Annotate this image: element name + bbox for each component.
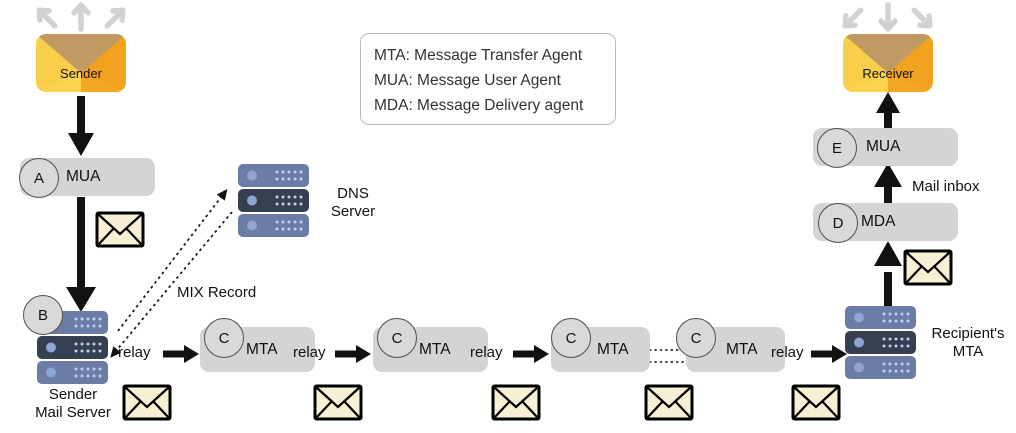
relay-label-4: relay <box>771 344 804 361</box>
flow-arrow-sender-to-mua <box>68 96 94 156</box>
flow-arrow-mua-to-mailserver <box>66 197 96 312</box>
node-mta-3-label: MTA <box>597 341 629 358</box>
step-badge-b: B <box>23 295 63 335</box>
legend-line-mta: MTA: Message Transfer Agent <box>374 47 583 64</box>
step-badge-c-1: C <box>204 318 244 358</box>
legend-line-mua: MUA: Message User Agent <box>374 72 561 90</box>
mail-icon-mta-3 <box>644 384 694 421</box>
mta-chain-continuation-dots <box>649 349 686 363</box>
receiver-envelope-icon <box>843 34 933 92</box>
recipient-mta-caption: Recipient's MTA <box>920 325 1016 361</box>
relay-arrow-4 <box>811 345 847 363</box>
step-badge-e: E <box>817 128 857 168</box>
sender-mail-server-caption-line2: Mail Server <box>35 404 111 421</box>
mail-icon-mta-1 <box>313 384 363 421</box>
sender-outgoing-hint-arrows <box>36 2 126 32</box>
flow-arrow-mua-to-receiver <box>876 92 900 128</box>
sender-envelope-icon <box>36 34 126 92</box>
agent-abbreviations-legend: MTA: Message Transfer Agent MUA: Message… <box>360 33 616 125</box>
step-badge-c-4: C <box>676 318 716 358</box>
relay-arrow-2 <box>335 345 371 363</box>
sender-mail-server-caption: Sender Mail Server <box>13 386 133 422</box>
mail-inbox-label: Mail inbox <box>912 178 980 195</box>
recipient-mta-caption-line1: Recipient's <box>931 325 1005 342</box>
sender-label: Sender <box>60 66 102 81</box>
relay-label-1: relay <box>118 344 151 361</box>
step-badge-d: D <box>818 203 858 243</box>
step-badge-c-3: C <box>551 318 591 358</box>
step-badge-c-2: C <box>377 318 417 358</box>
mail-icon-mta-2 <box>491 384 541 421</box>
receiver-incoming-hint-arrows <box>842 2 933 32</box>
dns-query-label: MIX Record <box>177 284 257 301</box>
relay-arrow-1 <box>163 345 199 363</box>
mail-icon-mua-out <box>95 211 145 248</box>
relay-arrow-3 <box>513 345 549 363</box>
node-mta-1-label: MTA <box>246 341 278 358</box>
relay-label-2: relay <box>293 344 326 361</box>
sender-mail-server-caption-line1: Sender <box>48 386 98 403</box>
mail-icon-mta-4 <box>791 384 841 421</box>
node-mua-sender-label: MUA <box>66 168 101 185</box>
node-mta-2-label: MTA <box>419 341 451 358</box>
legend-line-mda: MDA: Message Delivery agent <box>374 97 584 115</box>
relay-label-3: relay <box>470 344 503 361</box>
dns-query-arrow <box>117 188 228 332</box>
node-mua-receiver-label: MUA <box>866 138 901 155</box>
recipient-mta-caption-line2: MTA <box>952 343 984 360</box>
receiver-label: Receiver <box>862 66 914 81</box>
recipient-mta-server-icon <box>845 306 916 379</box>
dns-response-arrow <box>110 211 233 358</box>
node-mta-4-label: MTA <box>726 341 758 358</box>
dns-server-icon <box>238 164 309 237</box>
dns-server-caption-line2: Server <box>330 203 376 220</box>
flow-arrow-mda-to-mua <box>874 163 902 203</box>
dns-server-caption: DNS Server <box>313 185 393 221</box>
mail-icon-mda-in <box>903 249 953 286</box>
node-mda-label: MDA <box>861 213 896 230</box>
dns-server-caption-line1: DNS <box>337 185 369 202</box>
step-badge-a: A <box>19 158 59 198</box>
mail-icon-sender-server <box>122 384 172 421</box>
flow-arrow-recipientmta-to-mda <box>874 241 902 306</box>
